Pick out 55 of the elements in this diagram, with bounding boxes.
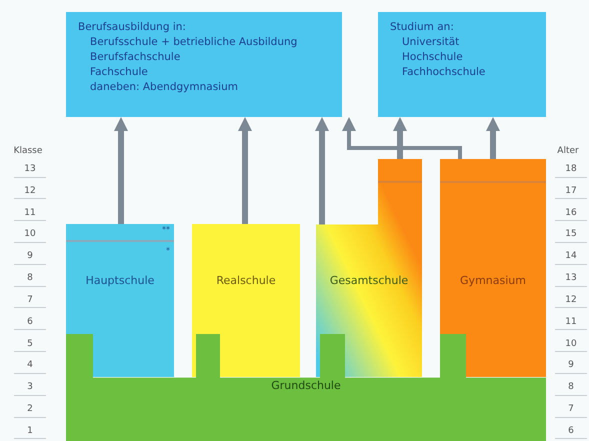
school-label: Hauptschule xyxy=(86,272,154,289)
scale-number: 10 xyxy=(555,338,587,352)
scale-number: 5 xyxy=(14,338,46,352)
scale-number: 12 xyxy=(14,184,46,200)
school-block xyxy=(66,224,174,378)
arrow xyxy=(342,117,462,159)
school-label: Realschule xyxy=(216,272,276,289)
scale-number: 8 xyxy=(14,272,46,287)
arrow xyxy=(114,117,128,224)
arrow xyxy=(393,117,407,159)
scale-number: 13 xyxy=(14,163,46,178)
scale-number: 11 xyxy=(555,316,587,330)
scale-number: 6 xyxy=(555,424,587,440)
box-heading: Berufsausbildung in: xyxy=(78,20,186,35)
school-label: Gesamtschule xyxy=(330,273,408,289)
scale-number: 18 xyxy=(555,163,587,178)
list-item: Hochschule xyxy=(401,50,463,65)
arrow xyxy=(315,117,329,224)
footnote-mark: * xyxy=(165,247,170,256)
school-label: Grundschule xyxy=(271,378,341,394)
destination-box xyxy=(66,12,342,117)
scale-number: 16 xyxy=(555,206,587,222)
scale-number: 8 xyxy=(555,381,587,396)
list-item: Berufsschule + betriebliche Ausbildung xyxy=(89,35,298,50)
column-heading: Alter xyxy=(556,145,580,158)
scale-number: 13 xyxy=(555,272,587,287)
school-label: Gymnasium xyxy=(460,273,526,289)
box-heading: Studium an: xyxy=(390,20,454,35)
scale-number: 9 xyxy=(14,250,46,265)
list-item: Fachhochschule xyxy=(401,65,486,80)
footnote-mark: ** xyxy=(161,226,170,234)
scale-number: 4 xyxy=(14,359,46,374)
arrow xyxy=(486,117,500,159)
school-block xyxy=(440,159,546,378)
list-item: daneben: Abendgymnasium xyxy=(89,80,238,95)
list-item: Fachschule xyxy=(89,65,148,80)
list-item: Universität xyxy=(401,35,460,50)
scale-number: 7 xyxy=(555,403,587,418)
scale-number: 7 xyxy=(14,294,46,308)
school-block xyxy=(192,224,300,378)
scale-number: 17 xyxy=(555,184,587,200)
scale-number: 11 xyxy=(14,206,46,222)
scale-number: 9 xyxy=(555,359,587,374)
scale-number: 15 xyxy=(555,228,587,243)
destination-box xyxy=(378,12,546,117)
scale-number: 12 xyxy=(555,294,587,308)
scale-number: 6 xyxy=(14,316,46,330)
column-heading: Klasse xyxy=(12,145,44,158)
scale-number: 2 xyxy=(14,403,46,418)
scale-number: 3 xyxy=(14,381,46,396)
arrow xyxy=(238,117,252,224)
list-item: Berufsfachschule xyxy=(89,50,180,65)
scale-number: 1 xyxy=(14,424,46,440)
scale-number: 14 xyxy=(555,250,587,265)
scale-number: 10 xyxy=(14,228,46,243)
